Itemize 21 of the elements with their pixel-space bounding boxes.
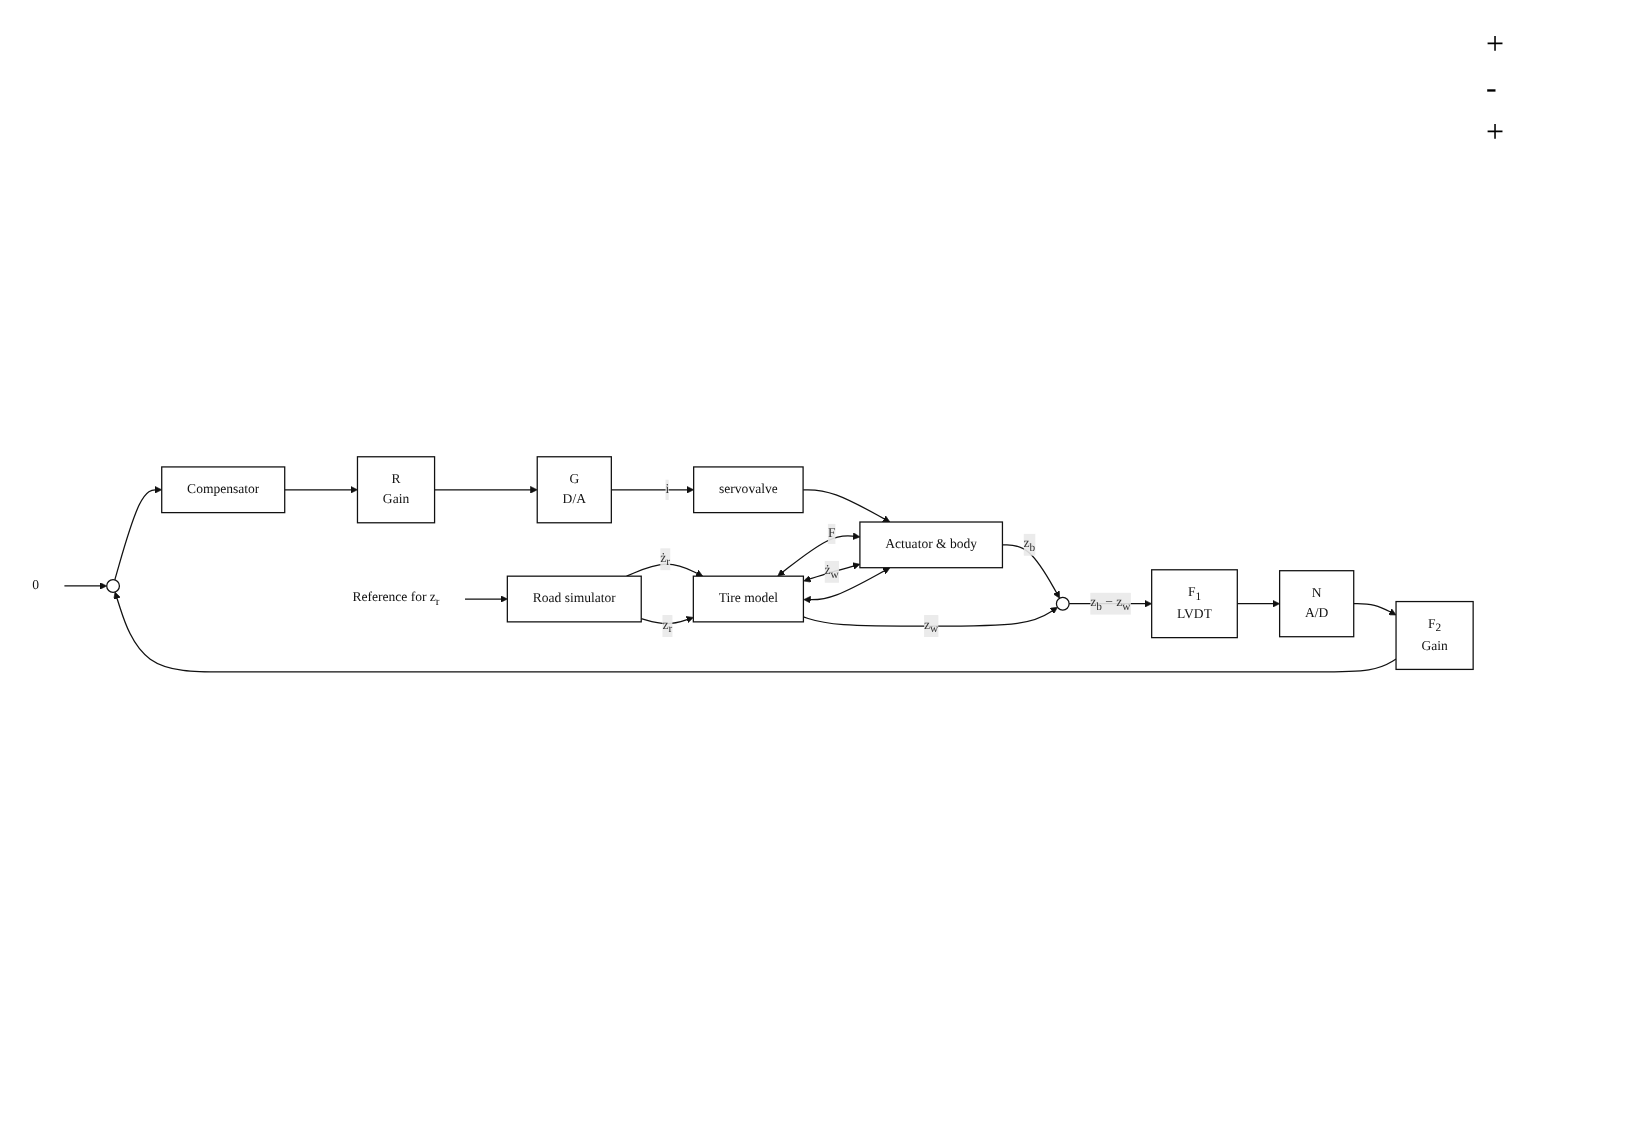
node-circle	[1055, 597, 1070, 612]
node-circle	[106, 579, 121, 594]
sign-label: +	[1486, 28, 1507, 64]
arrow	[63, 582, 108, 591]
arrow	[803, 568, 891, 605]
arrow	[1001, 544, 1060, 600]
sign-label: -	[1486, 72, 1499, 108]
arrow	[1353, 603, 1397, 616]
arrow	[640, 616, 694, 625]
arrow	[433, 486, 538, 495]
arrow	[802, 489, 891, 523]
arrow	[802, 607, 1058, 628]
arrow	[1236, 600, 1280, 609]
sign-label: +	[1486, 116, 1507, 152]
arrow	[625, 564, 704, 578]
arrow	[610, 486, 694, 495]
arrow	[464, 595, 508, 604]
arrow	[777, 533, 861, 577]
arrow	[284, 486, 358, 495]
arrow	[114, 486, 163, 582]
arrow	[113, 592, 1397, 674]
